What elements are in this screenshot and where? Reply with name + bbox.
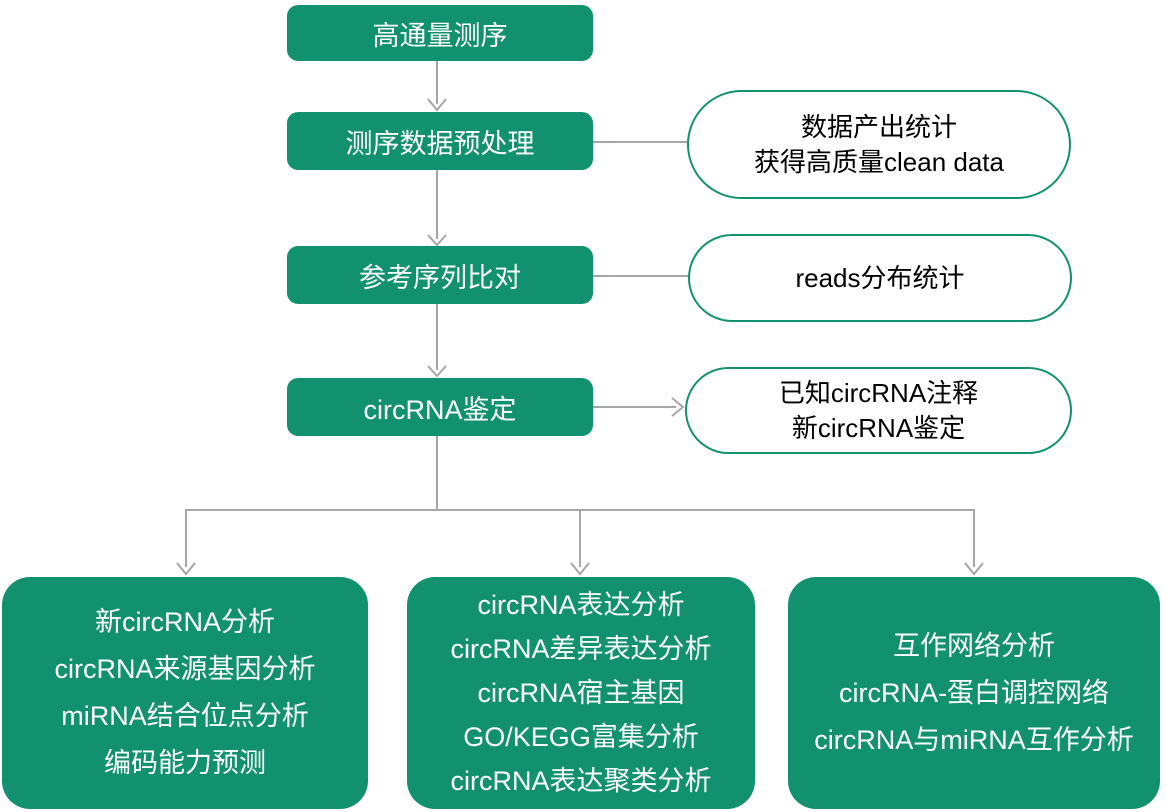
- note-oval-circrna-annotation: 已知circRNA注释 新circRNA鉴定: [685, 367, 1072, 454]
- note-line: 数据产出统计: [800, 111, 957, 142]
- note-oval-reads-distribution: reads分布统计: [688, 234, 1072, 322]
- result-line: GO/KEGG富集分析: [463, 722, 699, 752]
- result-line: circRNA表达分析: [477, 590, 685, 620]
- step-box-alignment: 参考序列比对: [287, 246, 593, 304]
- step-box-sequencing: 高通量测序: [287, 5, 593, 61]
- step-box-circrna-identification: circRNA鉴定: [287, 378, 593, 436]
- result-line: 编码能力预测: [104, 748, 266, 778]
- arrow-step4-to-note3: [593, 397, 685, 417]
- result-line: miRNA结合位点分析: [61, 701, 309, 731]
- arrow-branch-to-result2: [570, 509, 590, 576]
- note-oval-data-output: 数据产出统计 获得高质量clean data: [687, 90, 1071, 199]
- arrow-branch-to-result1: [176, 509, 196, 576]
- arrow-step1-to-step2: [427, 61, 447, 112]
- step-label: 测序数据预处理: [345, 128, 535, 159]
- result-line: 新circRNA分析: [95, 607, 275, 637]
- arrow-step3-to-step4: [427, 304, 447, 378]
- result-line: circRNA-蛋白调控网络: [839, 677, 1109, 708]
- result-line: circRNA宿主基因: [477, 678, 685, 708]
- step-label: 参考序列比对: [359, 262, 521, 293]
- result-line: circRNA差异表达分析: [450, 634, 712, 664]
- result-line: 互作网络分析: [893, 630, 1055, 661]
- result-box-interaction-network: 互作网络分析 circRNA-蛋白调控网络 circRNA与miRNA互作分析: [788, 577, 1160, 809]
- note-line: 已知circRNA注释: [778, 377, 979, 408]
- note-line: 新circRNA鉴定: [791, 412, 966, 443]
- result-line: circRNA来源基因分析: [54, 654, 316, 684]
- arrow-branch-to-result3: [964, 509, 984, 576]
- result-box-expression-analysis: circRNA表达分析 circRNA差异表达分析 circRNA宿主基因 GO…: [407, 577, 755, 809]
- step-box-preprocessing: 测序数据预处理: [287, 112, 593, 170]
- note-line: 获得高质量clean data: [754, 146, 1004, 177]
- step-label: 高通量测序: [372, 20, 508, 51]
- step-label: circRNA鉴定: [363, 394, 517, 425]
- arrow-step2-to-step3: [427, 170, 447, 247]
- result-box-novel-circrna-analysis: 新circRNA分析 circRNA来源基因分析 miRNA结合位点分析 编码能…: [2, 577, 368, 809]
- result-line: circRNA表达聚类分析: [450, 766, 712, 796]
- result-line: circRNA与miRNA互作分析: [814, 724, 1134, 755]
- note-line: reads分布统计: [795, 262, 965, 293]
